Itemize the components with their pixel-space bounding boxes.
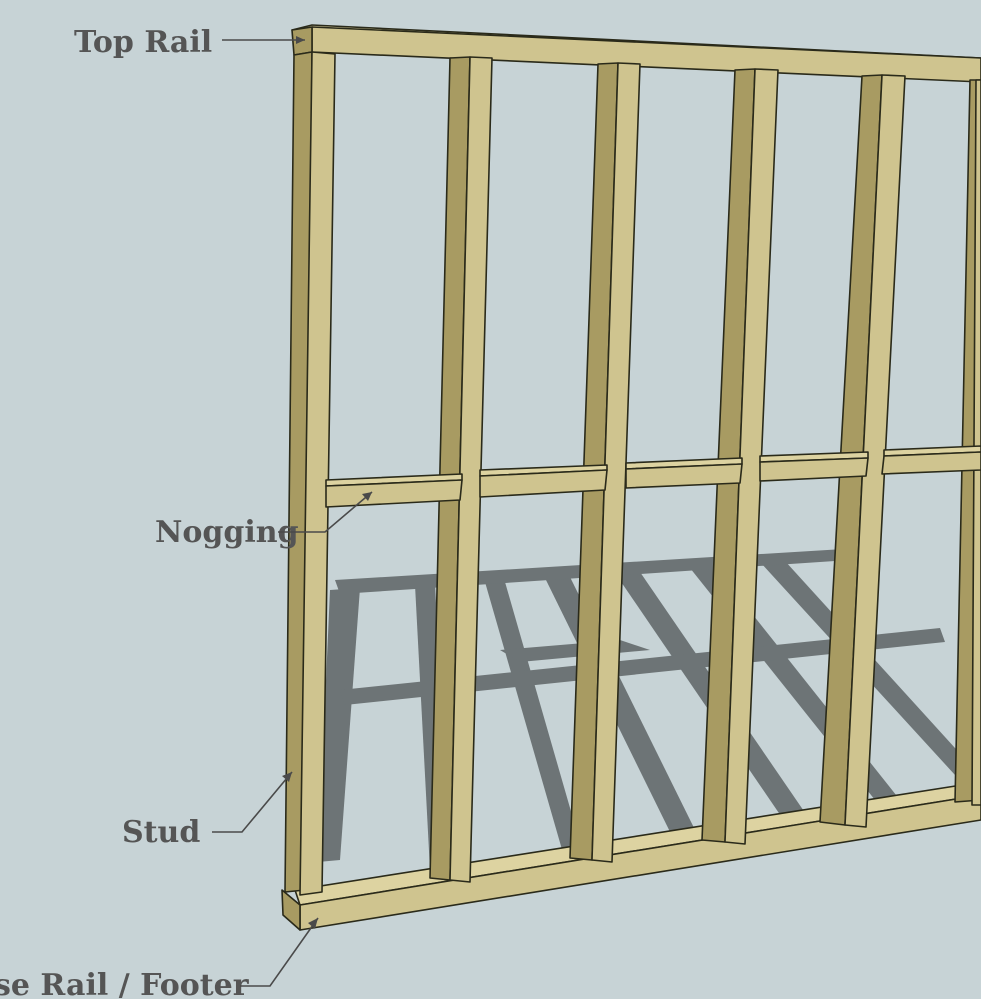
- arrowhead-base-rail: [308, 918, 318, 929]
- stud-end: [284, 51, 336, 896]
- stud-2: [429, 56, 493, 883]
- top-rail: [291, 24, 981, 83]
- arrowhead-nogging: [362, 492, 372, 501]
- leader-stud: [212, 771, 293, 833]
- label-nogging: Nogging: [155, 515, 299, 550]
- label-stud: Stud: [122, 815, 200, 850]
- base-rail: [281, 781, 981, 931]
- stud-5: [819, 74, 906, 828]
- leader-base-rail: [240, 917, 319, 987]
- stud-6: [954, 79, 981, 806]
- nogging-row: [325, 445, 981, 508]
- label-top-rail: Top Rail: [74, 25, 212, 60]
- arrowhead-stud: [282, 772, 292, 782]
- arrowhead-top-rail: [296, 36, 305, 44]
- label-base-rail: se Rail / Footer: [0, 968, 250, 999]
- stud-3: [569, 62, 641, 863]
- leader-nogging: [278, 491, 373, 533]
- stud-4: [701, 68, 779, 845]
